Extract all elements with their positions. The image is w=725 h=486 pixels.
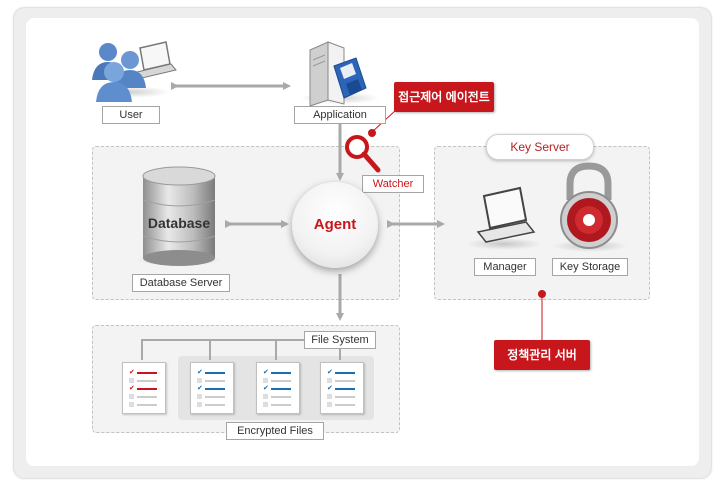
database-server-label: Database Server [132, 274, 230, 292]
access-agent-callout: 접근제어 에이전트 [394, 82, 494, 112]
encrypted-document-icon: ✔ ✔ [190, 362, 234, 414]
database-shadow [136, 254, 222, 266]
document-icon: ✔ ✔ [122, 362, 166, 414]
policy-server-callout-dot [538, 290, 546, 298]
application-label: Application [294, 106, 386, 124]
encrypted-document-icon: ✔ ✔ [320, 362, 364, 414]
file-tree-connector [141, 339, 304, 360]
encrypted-files-label: Encrypted Files [226, 422, 324, 440]
application-shadow [300, 92, 380, 104]
user-shadow [92, 86, 170, 98]
key-server-title: Key Server [486, 134, 594, 160]
access-agent-callout-dot [368, 129, 376, 137]
key-storage-label: Key Storage [552, 258, 628, 276]
agent-node: Agent [292, 182, 378, 268]
database-title: Database [147, 215, 211, 231]
watcher-label: Watcher [362, 175, 424, 193]
file-system-label: File System [304, 331, 376, 349]
policy-server-callout: 정책관리 서버 [494, 340, 590, 370]
key-storage-shadow [552, 240, 628, 252]
encrypted-document-icon: ✔ ✔ [256, 362, 300, 414]
manager-shadow [466, 238, 542, 250]
user-label: User [102, 106, 160, 124]
manager-label: Manager [474, 258, 536, 276]
